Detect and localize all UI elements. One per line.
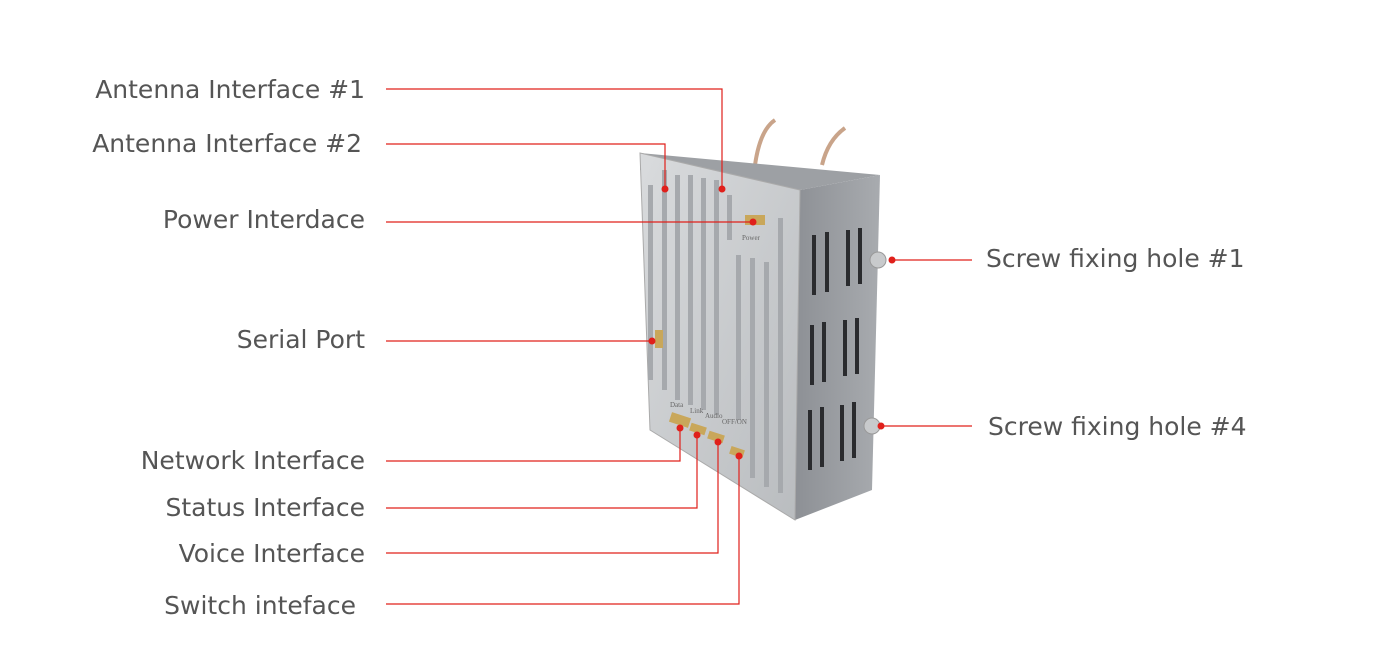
label-serial: Serial Port (237, 325, 365, 354)
data-marking: Data (670, 401, 684, 409)
label-screw-4: Screw fixing hole #4 (988, 412, 1247, 441)
dot-screw-1 (888, 256, 896, 264)
audio-marking: Audio (705, 412, 723, 420)
dot-status (693, 431, 701, 439)
dot-power (749, 218, 757, 226)
link-marking: Link (690, 407, 704, 415)
radio-module: Power Data Link Audio OFF/ON (639, 152, 887, 521)
marker-dots (648, 185, 896, 460)
label-switch: Switch inteface (164, 591, 356, 620)
dot-antenna-1 (718, 185, 726, 193)
label-power: Power Interdace (163, 205, 365, 234)
antenna-cable (753, 118, 777, 166)
leader-lines (386, 88, 972, 605)
power-marking: Power (742, 234, 761, 242)
dot-network (676, 424, 684, 432)
dot-screw-4 (877, 422, 885, 430)
label-network: Network Interface (141, 446, 365, 475)
label-antenna-2: Antenna Interface #2 (92, 129, 362, 158)
label-screw-1: Screw fixing hole #1 (986, 244, 1245, 273)
label-voice: Voice Interface (179, 539, 365, 568)
label-antenna-1: Antenna Interface #1 (95, 75, 365, 104)
antenna-cable (820, 126, 847, 166)
dot-serial (648, 337, 656, 345)
label-status: Status Interface (165, 493, 365, 522)
dot-switch (735, 452, 743, 460)
dot-voice (714, 438, 722, 446)
switch-marking: OFF/ON (722, 418, 747, 426)
dot-antenna-2 (661, 185, 669, 193)
